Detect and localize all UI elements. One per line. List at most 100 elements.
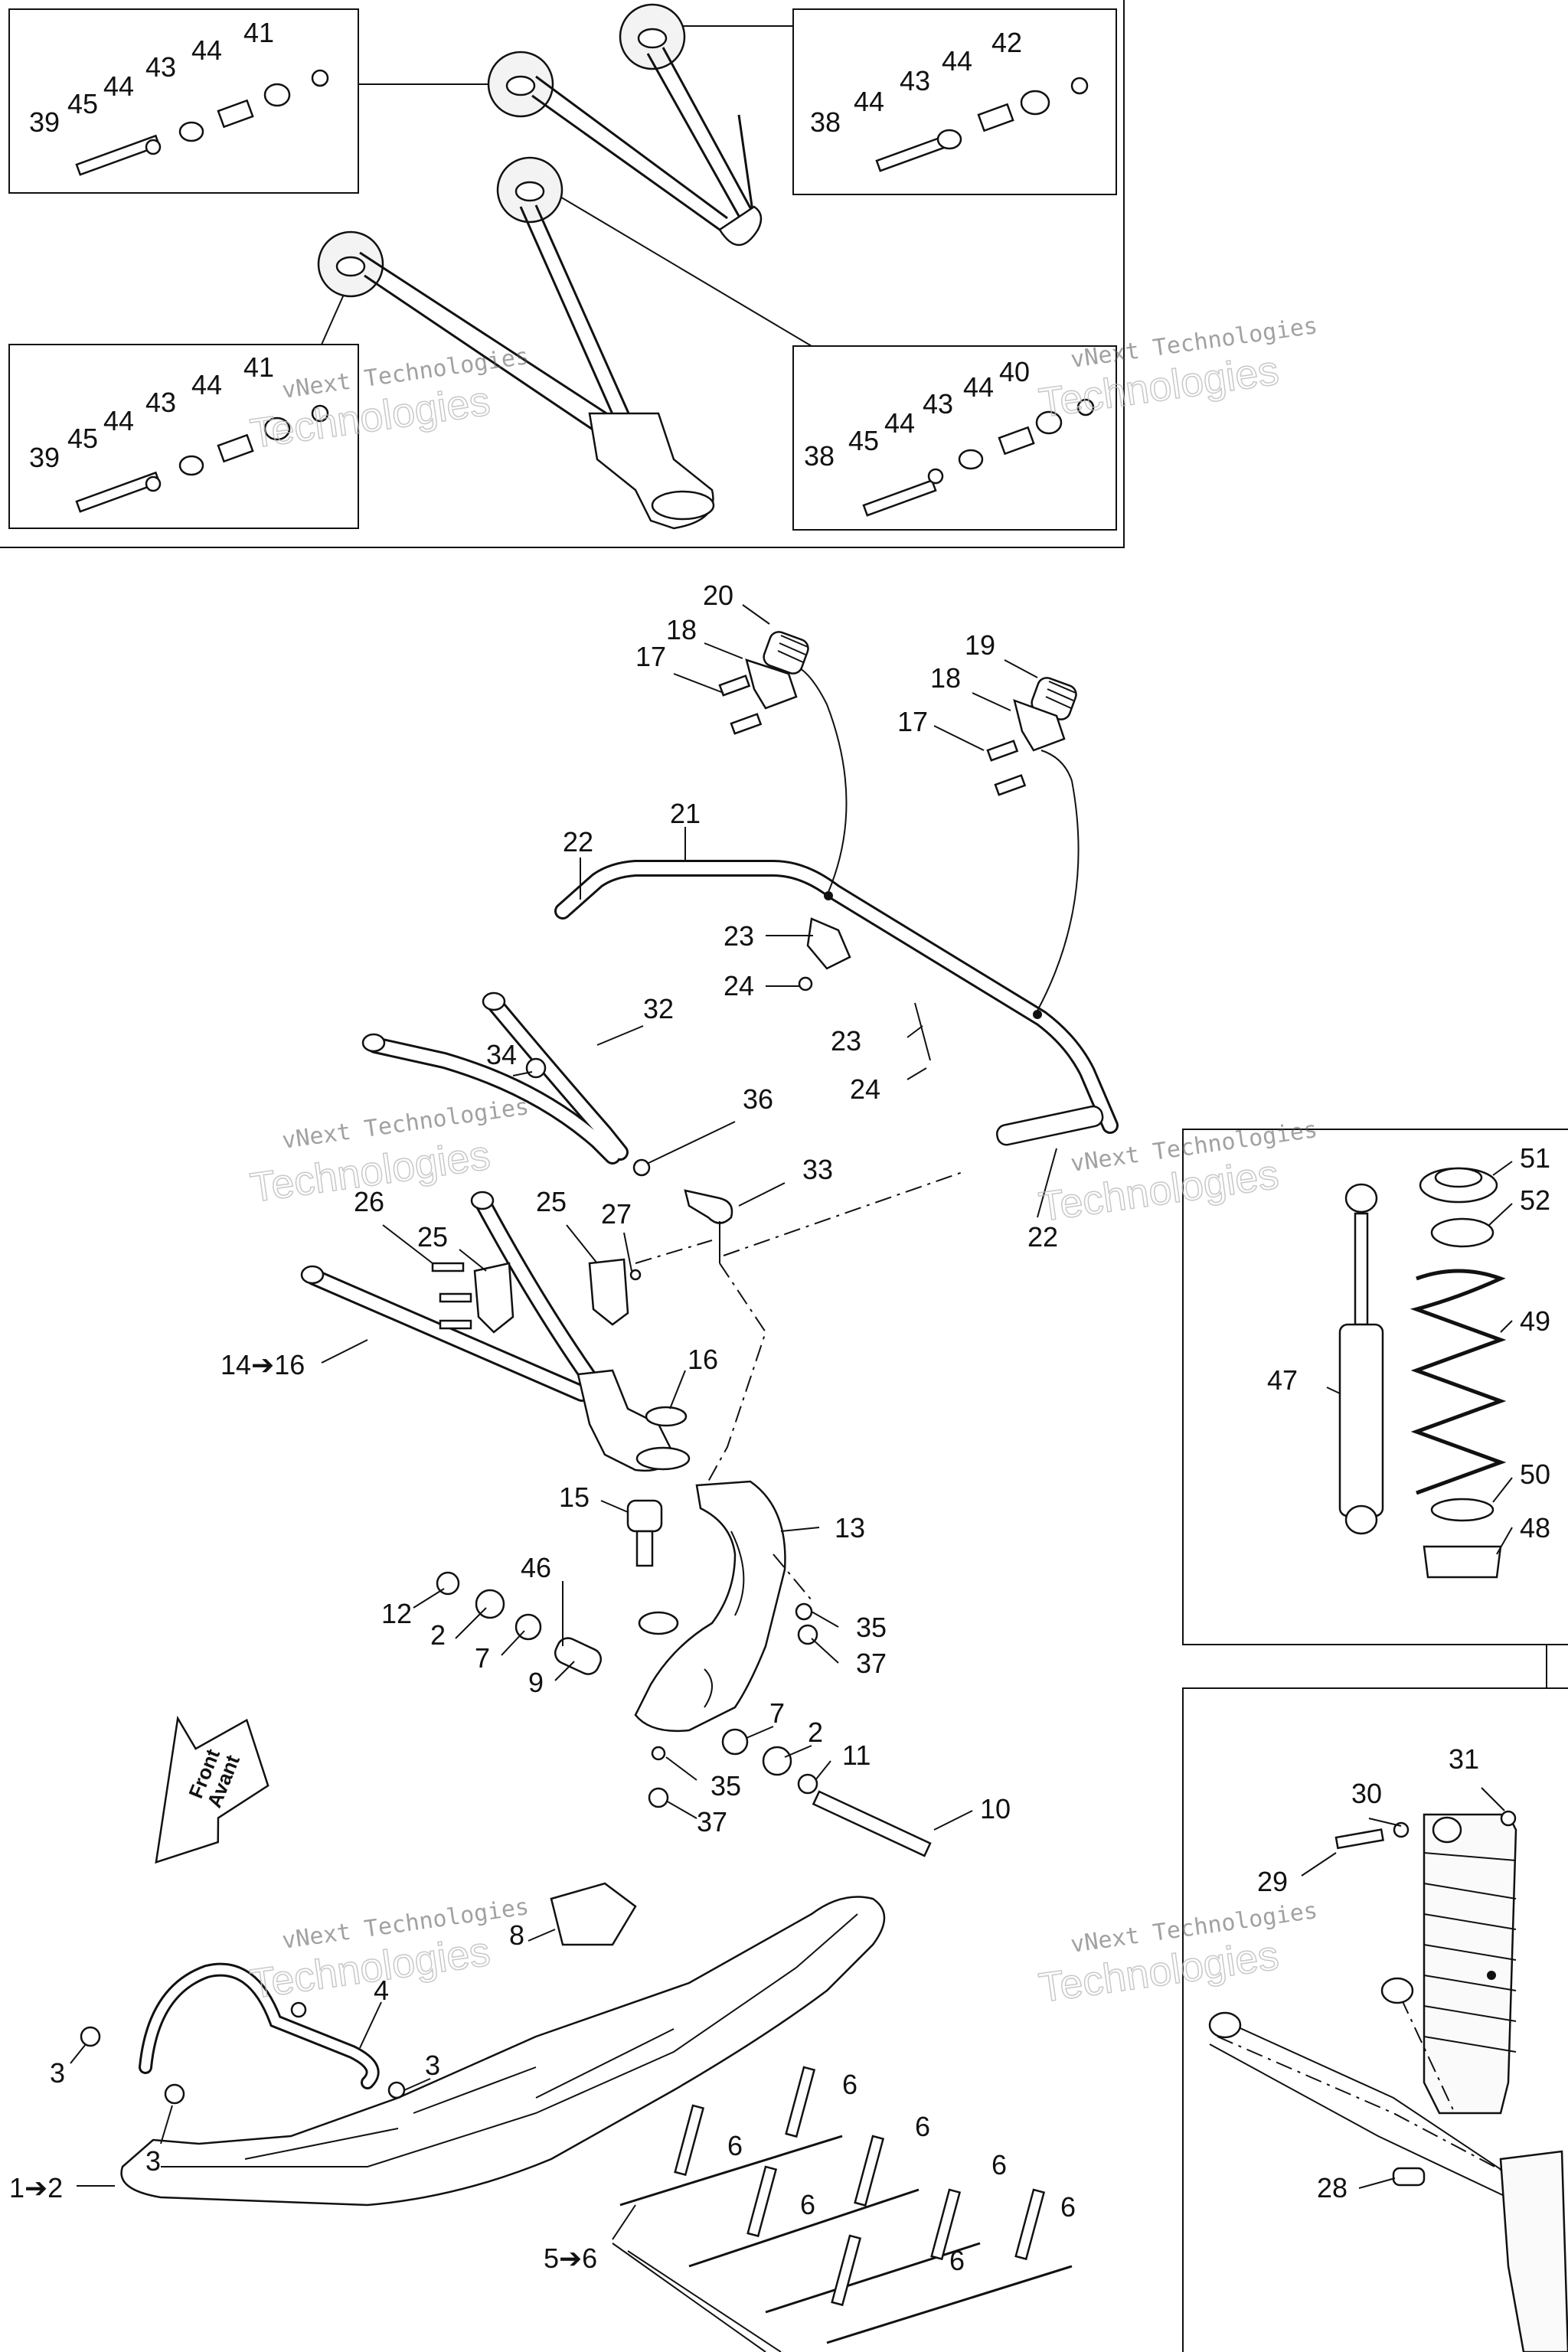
ski-handle-4 <box>139 1962 380 2089</box>
callout-label: 41 <box>243 17 274 48</box>
lower-a-arm-top <box>317 156 715 530</box>
callout-label: 13 <box>835 1512 865 1544</box>
callout-label: 4 <box>374 1975 389 2006</box>
callouts-main: 20 18 17 19 18 17 21 22 23 24 23 24 32 3… <box>9 580 1076 2276</box>
callout-label: 46 <box>521 1552 551 1583</box>
guard-25-left <box>473 1262 514 1334</box>
shock-inset <box>1182 1129 1568 1688</box>
callout-label: 28 <box>1317 2172 1348 2203</box>
callout-label: 48 <box>1520 1512 1550 1544</box>
callout-label: 9 <box>528 1667 544 1698</box>
callout-label: 25 <box>417 1221 448 1253</box>
callout-label: 22 <box>1027 1221 1058 1253</box>
callout-label: 5➔6 <box>544 2243 597 2274</box>
callout-label: 3 <box>425 2050 440 2081</box>
callout-label: 12 <box>381 1598 412 1629</box>
leader-lines <box>70 604 1513 2240</box>
callout-label: 17 <box>897 706 928 737</box>
front-arrow: Front Avant <box>155 1715 270 1864</box>
callout-label: 6 <box>1060 2191 1076 2223</box>
callout-label: 22 <box>563 826 593 858</box>
callout-label: 26 <box>354 1186 384 1217</box>
bolt-29 <box>1334 1828 1384 1850</box>
callout-label: 44 <box>963 371 994 403</box>
inset-leader <box>550 191 812 347</box>
ski <box>120 1882 886 2207</box>
callout-label: 19 <box>965 629 995 661</box>
clip-52 <box>1430 1217 1494 1248</box>
bushing-28 <box>1392 2167 1426 2187</box>
hardware-stack-tl <box>75 69 329 176</box>
callout-label: 43 <box>145 51 176 83</box>
callouts-installed-inset: 30 31 29 28 <box>1257 1743 1479 2203</box>
ring-16 <box>645 1406 688 1427</box>
callout-label: 33 <box>802 1154 833 1185</box>
wear-pad-8 <box>550 1882 637 1946</box>
callout-label: 50 <box>1520 1459 1550 1490</box>
callout-label: 6 <box>727 2130 743 2161</box>
inset-box-bottom-right <box>792 345 1117 531</box>
callout-label: 16 <box>688 1344 718 1375</box>
sway-bar-bushings <box>718 631 1077 1061</box>
callout-label: 47 <box>1267 1364 1298 1396</box>
callout-label: 23 <box>831 1025 861 1057</box>
bolt-3 <box>80 2026 101 2047</box>
hardware-stack-bl <box>75 404 329 513</box>
callout-label: 6 <box>991 2149 1007 2180</box>
guard-25-right <box>588 1258 629 1326</box>
callout-label: 51 <box>1520 1142 1550 1174</box>
callout-label: 42 <box>991 27 1022 58</box>
callouts-inset-top-left: 39 45 44 43 44 41 <box>29 17 274 138</box>
callout-label: 44 <box>854 86 884 117</box>
callout-label: 2 <box>808 1717 823 1748</box>
callout-label: 41 <box>243 351 274 383</box>
upper-a-arm <box>361 991 733 1263</box>
callout-label: 6 <box>800 2189 815 2220</box>
carbide-runners <box>612 2066 1073 2352</box>
hardware-stack-br <box>862 398 1095 517</box>
assembly-guide-lines <box>635 1171 965 1601</box>
callout-label: 7 <box>769 1697 785 1729</box>
washer-36 <box>632 1158 651 1177</box>
nut-34 <box>525 1057 547 1079</box>
bolt-3 <box>164 2083 185 2105</box>
callout-label: 2 <box>430 1619 446 1651</box>
callout-label: 27 <box>601 1198 632 1230</box>
callout-label: 6 <box>949 2245 965 2276</box>
callout-label: 43 <box>900 65 930 96</box>
callout-label: 3 <box>145 2145 161 2177</box>
callout-label: 32 <box>643 993 674 1024</box>
top-section-border <box>0 0 1125 548</box>
callout-label: 3 <box>50 2057 65 2089</box>
callout-label: 45 <box>848 425 879 456</box>
callout-label: 44 <box>191 34 222 66</box>
callout-label: 23 <box>724 920 754 952</box>
callout-label: 25 <box>536 1186 567 1217</box>
spindle-hardware-left <box>436 1571 818 1675</box>
callout-label: 45 <box>67 88 98 119</box>
callout-label: 43 <box>923 388 953 420</box>
shock-absorber-47 <box>1338 1183 1384 1535</box>
callout-label: 44 <box>884 407 915 439</box>
callout-label: 18 <box>930 662 961 694</box>
callout-label: 30 <box>1351 1778 1382 1809</box>
callout-label: 38 <box>804 440 835 472</box>
ring-50 <box>1430 1498 1494 1522</box>
callout-label: 35 <box>710 1770 741 1802</box>
callout-label: 10 <box>980 1793 1011 1824</box>
callout-label: 35 <box>856 1612 887 1643</box>
adjuster-48 <box>1423 1545 1502 1579</box>
callout-label: 24 <box>724 970 754 1001</box>
callout-label: 6 <box>842 2069 858 2100</box>
spindle-hardware-right <box>648 1728 932 1857</box>
ball-joint-33 <box>684 1189 733 1224</box>
callout-label: 14➔16 <box>220 1349 305 1380</box>
pin-23 <box>914 1002 931 1061</box>
ball-joint-15 <box>626 1499 663 1567</box>
callout-label: 6 <box>915 2111 930 2142</box>
callout-label: 43 <box>145 387 176 418</box>
callout-label: 11 <box>842 1740 871 1771</box>
callouts-inset-bottom-right: 38 45 44 43 44 40 <box>804 356 1030 472</box>
installed-shock-inset <box>1182 1687 1568 2352</box>
